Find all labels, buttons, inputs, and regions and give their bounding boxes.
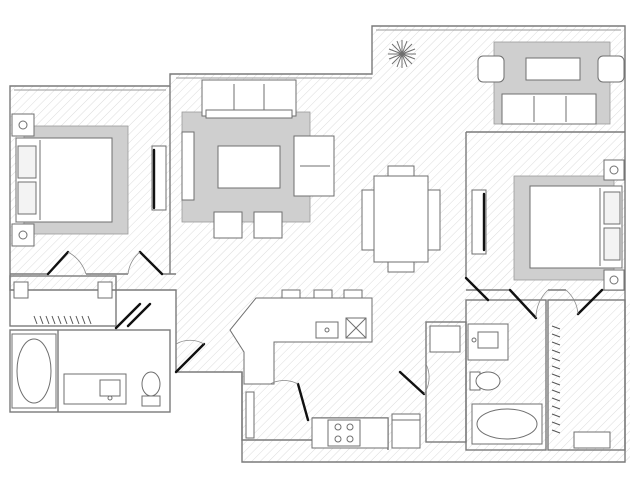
sofa-icon — [501, 93, 597, 125]
bed-icon — [15, 137, 113, 223]
bathtub-icon — [11, 333, 57, 409]
dining-table — [373, 175, 429, 263]
toilet-icon — [141, 371, 161, 407]
sofa-icon — [293, 135, 335, 197]
kitchen-island — [229, 297, 373, 385]
refrigerator — [391, 413, 421, 449]
nightstand — [11, 223, 35, 247]
nightstand — [11, 113, 35, 137]
dresser — [151, 145, 167, 211]
chair-icon — [477, 55, 625, 83]
living-room — [181, 79, 335, 239]
bedroom-right — [471, 159, 625, 291]
coffee-table — [525, 57, 581, 81]
sink-icon — [99, 379, 121, 401]
outer-walls — [9, 25, 626, 463]
plant-icon — [388, 40, 416, 68]
door-icon — [464, 276, 604, 320]
bedroom-left — [11, 113, 167, 247]
nightstand — [603, 269, 625, 291]
balcony — [388, 40, 625, 125]
dresser — [471, 189, 487, 255]
dishwasher — [345, 317, 367, 339]
bed-icon — [529, 185, 623, 269]
door-icon — [46, 250, 164, 276]
bath-left — [11, 333, 206, 409]
nightstand — [603, 159, 625, 181]
washer — [429, 325, 461, 353]
sofa-icon — [201, 79, 297, 119]
stove-icon — [327, 419, 361, 447]
side-table — [181, 131, 195, 201]
sink-icon — [315, 321, 339, 339]
closet-right — [551, 325, 611, 449]
table-icon — [217, 145, 281, 189]
chair-icon — [213, 211, 283, 239]
counter — [245, 391, 255, 439]
toilet-icon — [469, 371, 501, 391]
bath-right — [429, 323, 543, 445]
kitchen — [126, 289, 430, 449]
closet-left — [13, 281, 142, 330]
bathtub-icon — [471, 403, 543, 445]
dining-area — [361, 165, 441, 273]
sink-icon — [471, 331, 499, 349]
